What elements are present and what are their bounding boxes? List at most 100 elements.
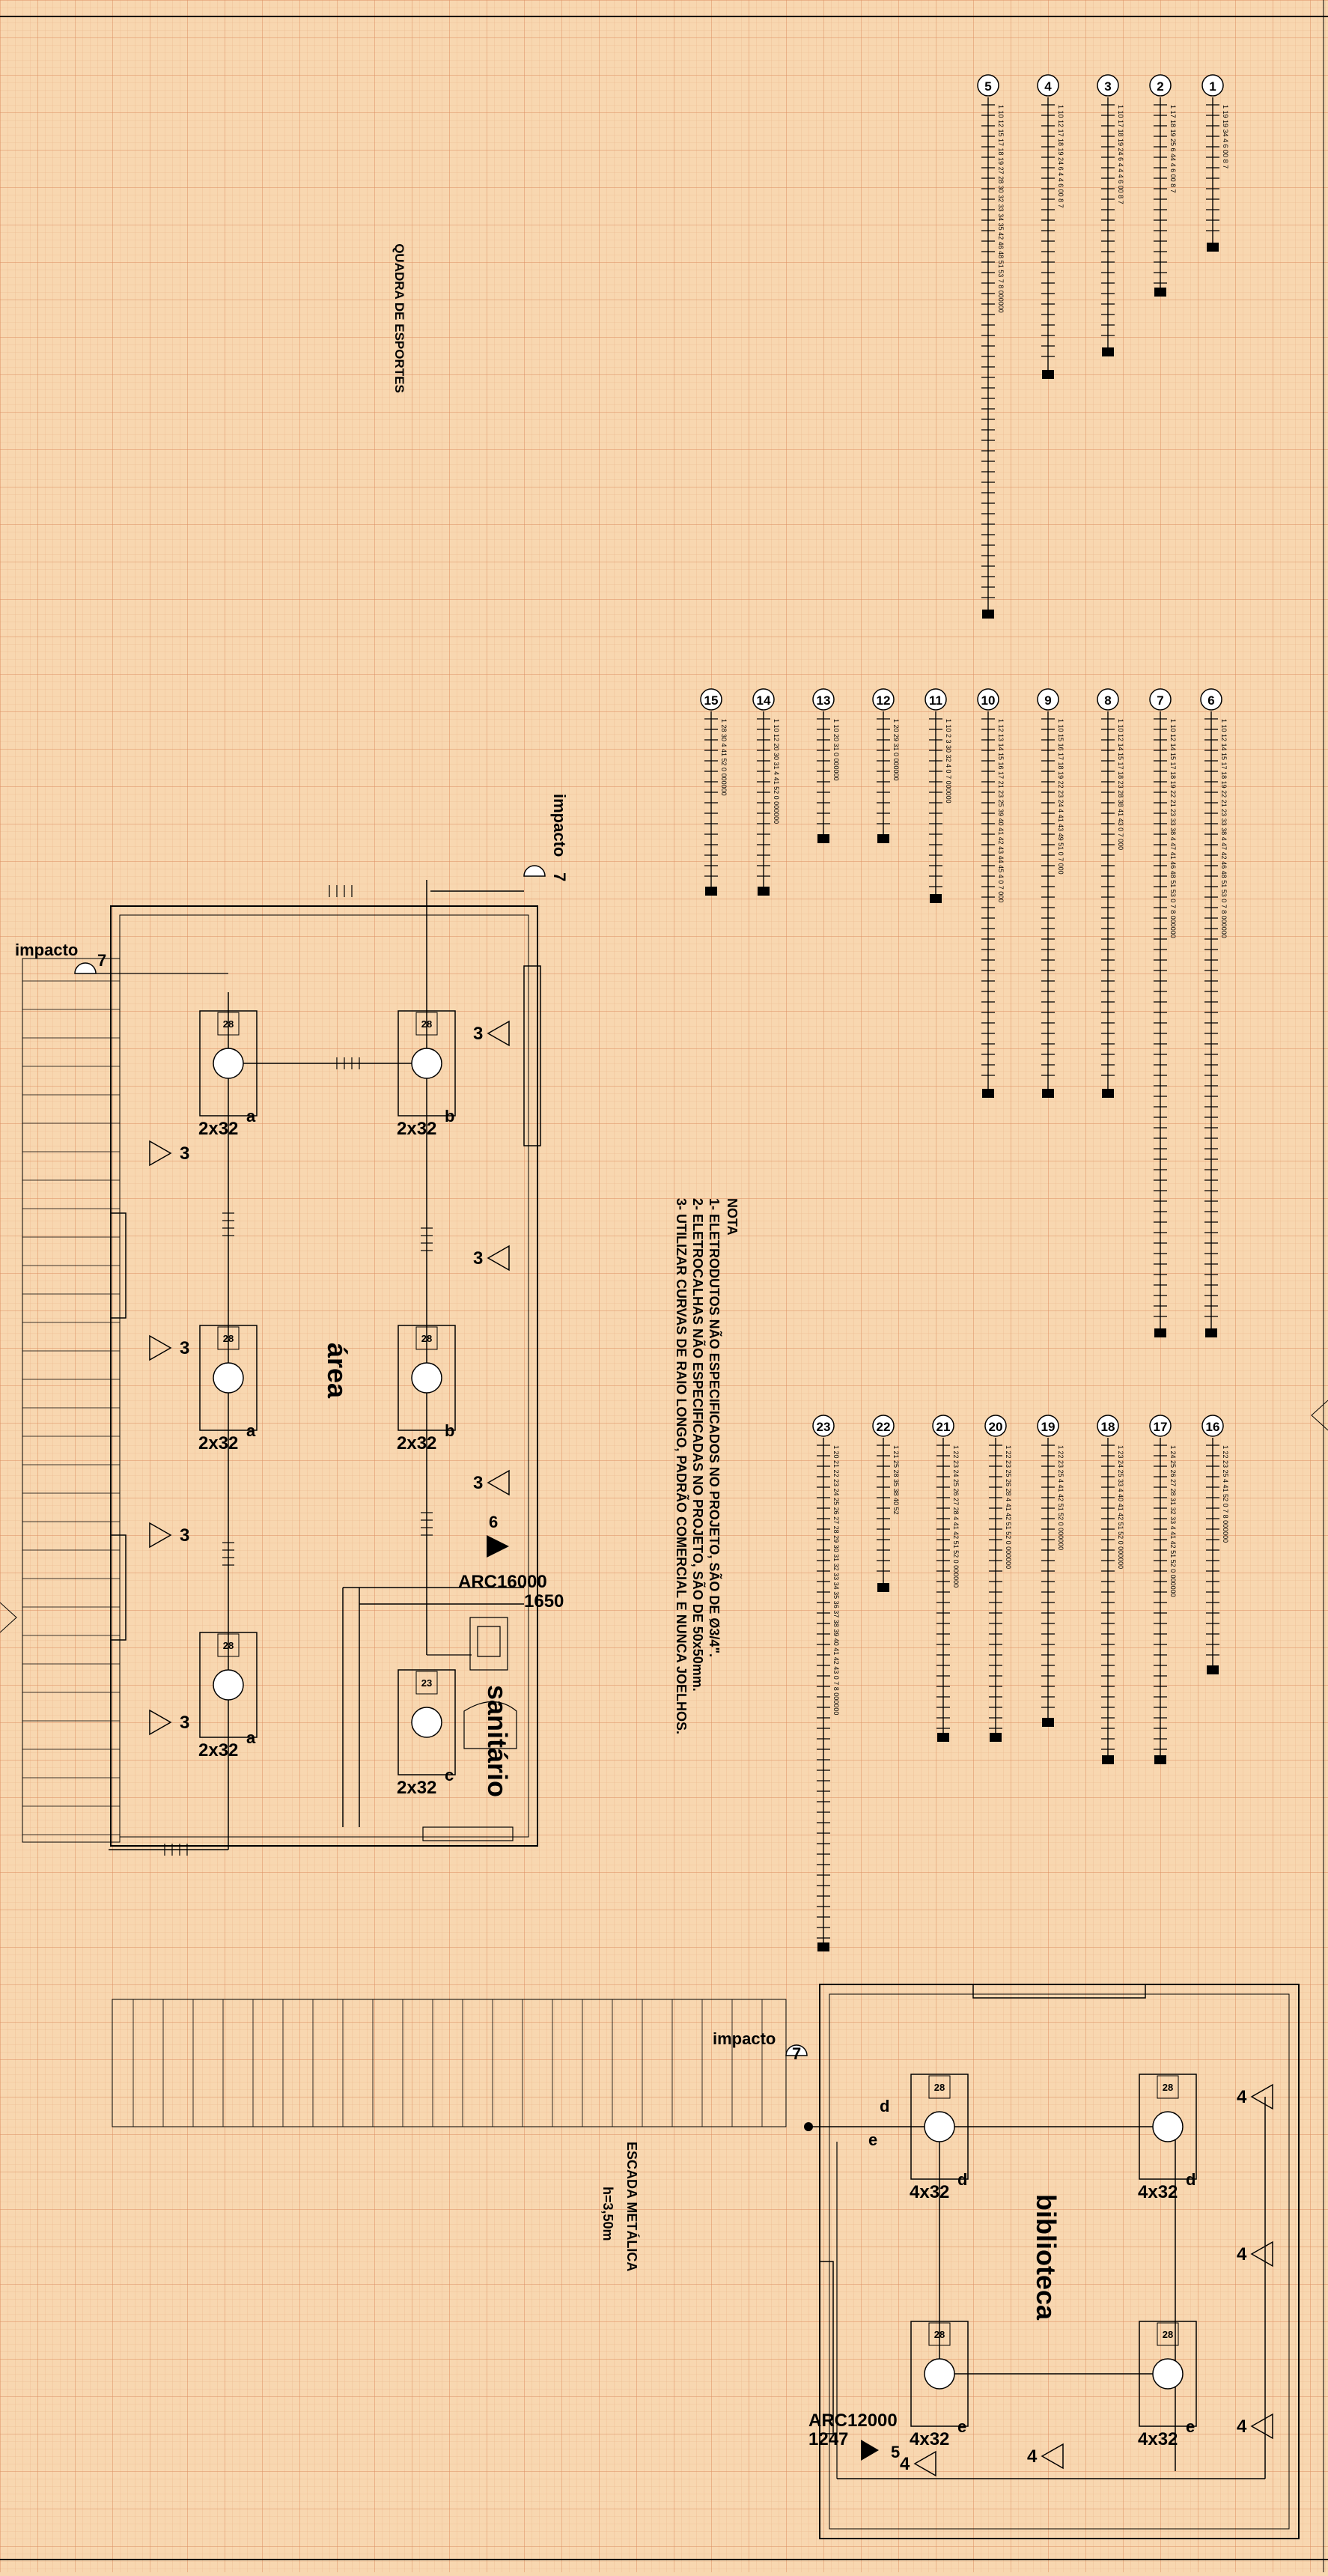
impacto-label-right: impacto xyxy=(550,794,569,857)
svg-text:28: 28 xyxy=(934,2329,945,2340)
svg-text:4: 4 xyxy=(1237,2087,1247,2107)
circuit-badge xyxy=(977,74,999,97)
luminaire-power: 4x32 xyxy=(910,2182,949,2202)
area-outlet-4: 3 xyxy=(149,1709,189,1736)
arc16000-sub: 1650 xyxy=(524,1591,564,1611)
cable-tag: 1 10 12 14 15 17 18 19 22 21 23 33 38 4 … xyxy=(1169,719,1177,938)
cable-tag: 1 19 19 34 4 6 00 8 7 xyxy=(1222,105,1229,168)
cable-run-19: 191 22 23 25 4 41 42 51 52 0 000000 xyxy=(1037,1415,1064,1727)
area-conduit-marks xyxy=(164,885,433,1856)
circuit-number: 6 xyxy=(1207,693,1214,708)
cable-run-8: 81 10 12 14 15 17 18 23 28 38 41 43 0 7 … xyxy=(1097,688,1124,1098)
circuit-badge xyxy=(932,1415,954,1437)
circuit-number: 19 xyxy=(1041,1420,1056,1434)
svg-text:28: 28 xyxy=(223,1640,234,1651)
cable-run-10: 101 12 13 14 15 16 17 21 23 25 39 40 41 … xyxy=(977,688,1005,1098)
cable-tag: 1 10 15 16 17 18 19 22 23 24 4 41 43 49 … xyxy=(1057,719,1064,875)
circuit-letter: d xyxy=(957,2170,967,2189)
circuit-badge xyxy=(872,688,895,711)
luminaire-power: 2x32 xyxy=(397,1119,436,1139)
impacto-switch-biblioteca: impacto 7 xyxy=(713,2029,808,2063)
impacto-switch-area-left: impacto 7 xyxy=(15,941,228,974)
circuit-number: 7 xyxy=(1157,693,1163,708)
svg-text:4: 4 xyxy=(1237,2244,1247,2264)
impacto-label-left: impacto xyxy=(15,941,78,959)
cable-tag: 1 22 23 25 4 41 52 0 7 8 000000 xyxy=(1222,1445,1229,1543)
circuit-badge xyxy=(1037,688,1059,711)
svg-text:28: 28 xyxy=(223,1018,234,1030)
circuit-badge xyxy=(1037,74,1059,97)
notes-title: NOTA xyxy=(725,1198,740,1236)
svg-text:4: 4 xyxy=(900,2454,910,2474)
luminaire-power: 4x32 xyxy=(1138,2182,1178,2202)
area-outlet-2: 3 xyxy=(149,1334,189,1361)
circuit-badge xyxy=(812,1415,835,1437)
svg-text:28: 28 xyxy=(421,1333,432,1344)
circuit-badge xyxy=(1097,1415,1119,1437)
notes-line-1: 1- ELETRODUTOS NÃO ESPECIFICADOS NO PROJ… xyxy=(707,1198,722,1657)
escada-label: ESCADA METÁLICA xyxy=(624,2142,640,2271)
circuit-badge xyxy=(700,688,722,711)
cable-run-20: 201 22 23 25 26 28 4 41 42 51 52 0 00000… xyxy=(984,1415,1012,1742)
circuit-number: 12 xyxy=(877,693,891,708)
svg-text:28: 28 xyxy=(934,2082,945,2093)
arc12000-fixture: 5 ARC12000 1247 xyxy=(808,2411,900,2461)
cable-tag: 1 28 30 4 41 52 0 000000 xyxy=(720,719,728,796)
biblioteca-luminaire-d1: 28 4x32 d xyxy=(910,2074,969,2202)
area-luminaires: 282x32a282x32a282x32a282x32b282x32b232x3… xyxy=(198,1010,456,1798)
circuit-letter: b xyxy=(445,1421,454,1440)
cable-run-7: 7 1 10 12 14 15 17 18 19 22 21 23 33 38 4… xyxy=(1149,688,1177,1337)
area-room-label: área xyxy=(322,1343,353,1399)
arc12000-sub: 1247 xyxy=(808,2429,848,2449)
svg-text:3: 3 xyxy=(180,1713,189,1733)
area-outlet-3: 3 xyxy=(149,1522,189,1549)
circuit-number: 16 xyxy=(1206,1420,1220,1434)
circuit-number: 14 xyxy=(757,693,771,708)
area-outlet-1: 3 xyxy=(149,1140,189,1167)
circuit-number: 15 xyxy=(704,693,719,708)
arc16000-number: 6 xyxy=(489,1513,498,1531)
svg-text:3: 3 xyxy=(180,1525,189,1546)
luminaire-power: 4x32 xyxy=(1138,2429,1178,2449)
circuit-number: 2 xyxy=(1157,79,1163,94)
circuit-badge xyxy=(1200,688,1222,711)
sanitario-room-label: sanitário xyxy=(482,1685,513,1797)
circuit-number: 5 xyxy=(984,79,991,94)
notes-line-2: 2- ELETROCALHAS NÃO ESPECIFICADAS NO PRO… xyxy=(690,1198,706,1692)
svg-text:3: 3 xyxy=(473,1024,483,1044)
circuit-badge xyxy=(1201,74,1224,97)
area-outlet-6: 3 xyxy=(473,1245,510,1272)
biblioteca-outlets: 4 4 4 4 4 xyxy=(900,2083,1273,2477)
cable-tag: 1 10 12 20 30 31 4 41 52 0 000000 xyxy=(773,719,780,824)
biblioteca-outlet-4: 4 xyxy=(1027,2443,1064,2470)
circuit-letter: a xyxy=(246,1728,256,1747)
luminaire-power: 2x32 xyxy=(397,1778,436,1798)
cable-run-11: 111 10 2 3 30 32 4 0 7 000000 xyxy=(925,688,952,903)
cable-tag: 1 10 12 14 15 17 18 19 22 21 23 33 38 4 … xyxy=(1220,719,1228,938)
circuit-badge xyxy=(1097,74,1119,97)
cable-tag: 1 10 12 14 15 17 18 23 28 38 41 43 0 7 0… xyxy=(1117,719,1124,850)
cable-tag: 1 23 24 25 33 4 40 41 42 51 52 0 000000 xyxy=(1117,1445,1124,1569)
quadra-label: QUADRA DE ESPORTES xyxy=(392,243,406,393)
biblioteca-outlet-5: 4 xyxy=(900,2450,936,2477)
svg-text:28: 28 xyxy=(1163,2082,1173,2093)
circuit-badge xyxy=(1149,1415,1172,1437)
cable-tag: 1 22 23 24 25 26 27 28 4 41 42 51 52 0 0… xyxy=(952,1445,960,1588)
luminaire-power: 4x32 xyxy=(910,2429,949,2449)
cable-tag: 1 17 18 19 25 6 44 4 6 00 8 7 xyxy=(1169,105,1177,193)
svg-text:28: 28 xyxy=(421,1018,432,1030)
svg-text:28: 28 xyxy=(223,1333,234,1344)
cable-run-1: 11 19 19 34 4 6 00 8 7 xyxy=(1201,74,1229,252)
svg-text:e: e xyxy=(868,2130,877,2149)
cable-tag: 1 10 17 18 19 24 6 4 4 4 6 00 8 7 xyxy=(1117,105,1124,204)
svg-text:4: 4 xyxy=(1237,2416,1247,2437)
circuit-letter: a xyxy=(246,1107,256,1126)
circuit-number: 17 xyxy=(1154,1420,1168,1434)
arc16000-fixture: 6 ARC16000 1650 xyxy=(458,1513,564,1611)
